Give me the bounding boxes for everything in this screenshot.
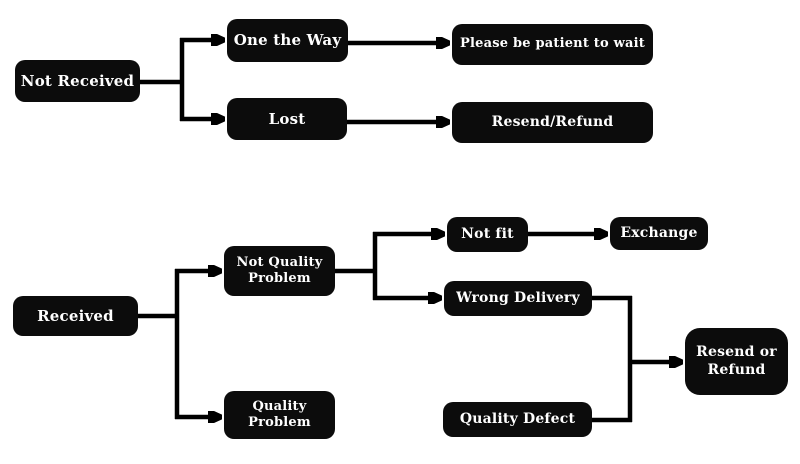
node-quality-defect: Quality Defect bbox=[443, 402, 592, 437]
node-please-be-patient: Please be patient to wait bbox=[452, 24, 653, 65]
node-one-the-way: One the Way bbox=[227, 19, 348, 62]
node-received: Received bbox=[13, 296, 138, 336]
node-exchange: Exchange bbox=[610, 217, 708, 250]
node-not-fit: Not fit bbox=[447, 217, 528, 252]
node-not-quality-problem: Not Quality Problem bbox=[224, 246, 335, 296]
node-resend-or-refund: Resend or Refund bbox=[685, 328, 788, 395]
node-wrong-delivery: Wrong Delivery bbox=[444, 281, 592, 316]
node-lost: Lost bbox=[227, 98, 347, 140]
node-resend-refund: Resend/Refund bbox=[452, 102, 653, 143]
node-not-received: Not Received bbox=[15, 60, 140, 102]
node-quality-problem: Quality Problem bbox=[224, 391, 335, 439]
